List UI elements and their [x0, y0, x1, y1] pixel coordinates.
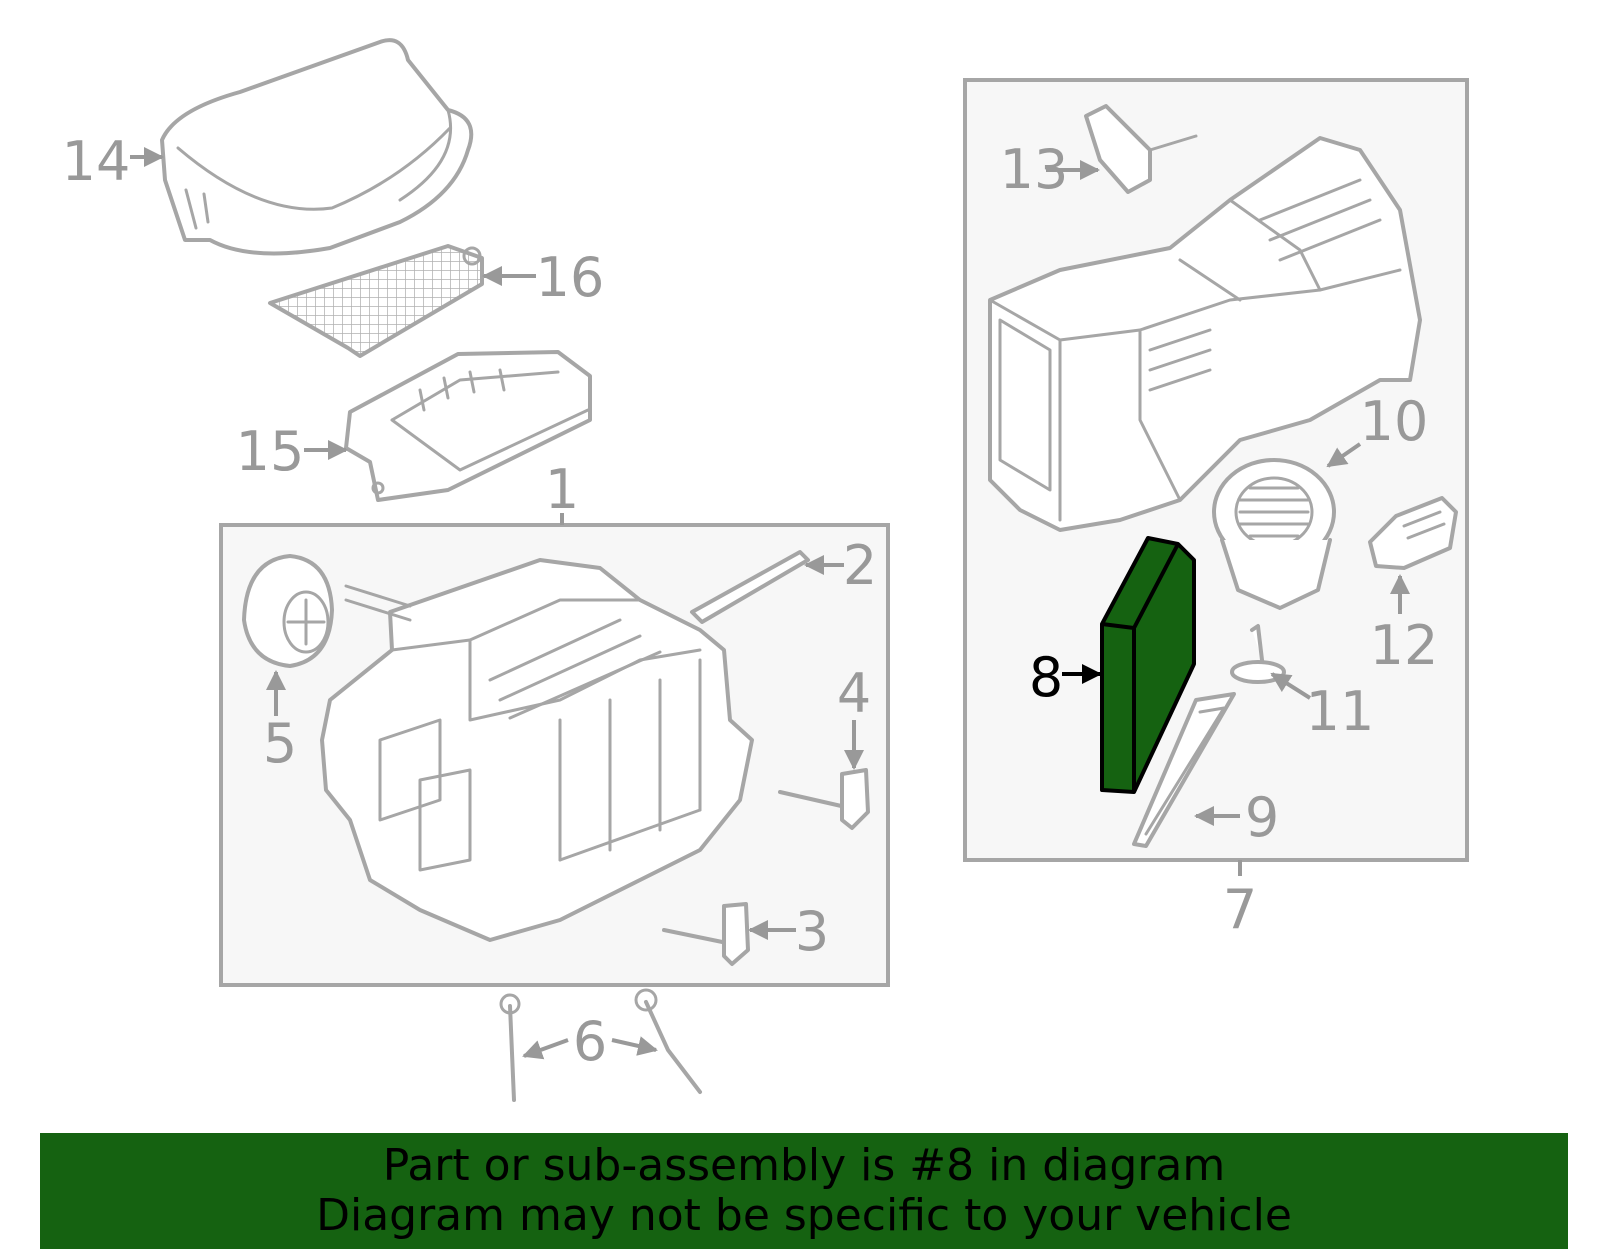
part-7-hvac-housing	[988, 136, 1422, 532]
part-5-actuator	[242, 554, 334, 668]
callout-4: 4	[837, 662, 871, 725]
callout-13: 13	[1000, 138, 1069, 201]
footer-line-1: Part or sub-assembly is #8 in diagram	[382, 1140, 1226, 1191]
part-13-actuator	[1084, 104, 1198, 194]
callout-8: 8	[1029, 646, 1063, 709]
part-14-cover	[160, 38, 474, 256]
part-1-hvac-unit	[320, 558, 754, 942]
footer-banner: Part or sub-assembly is #8 in diagram Di…	[40, 1133, 1568, 1249]
callout-1: 1	[545, 458, 579, 521]
part-10-blower-motor	[1212, 458, 1336, 610]
part-9-filter-frame	[1132, 692, 1236, 848]
callout-9: 9	[1245, 786, 1279, 849]
callout-5: 5	[263, 712, 297, 775]
callout-11: 11	[1306, 680, 1375, 743]
part-6-fasteners	[499, 988, 702, 1102]
callout-7: 7	[1223, 878, 1257, 941]
callout-12: 12	[1370, 614, 1439, 677]
leader-lines	[130, 147, 1410, 1060]
part-16-grille	[268, 244, 484, 358]
callout-14: 14	[62, 130, 131, 193]
callout-16: 16	[536, 246, 605, 309]
part-12-resistor	[1368, 496, 1458, 570]
part-3-sensor	[662, 902, 750, 966]
callout-10: 10	[1360, 390, 1429, 453]
callout-6: 6	[573, 1010, 607, 1073]
part-4-sensor	[778, 768, 870, 830]
callout-15: 15	[236, 420, 305, 483]
callout-2: 2	[843, 534, 877, 597]
part-8-cabin-filter	[1100, 536, 1196, 794]
part-15-duct	[344, 350, 592, 502]
callout-3: 3	[795, 900, 829, 963]
footer-line-2: Diagram may not be specific to your vehi…	[316, 1190, 1292, 1241]
